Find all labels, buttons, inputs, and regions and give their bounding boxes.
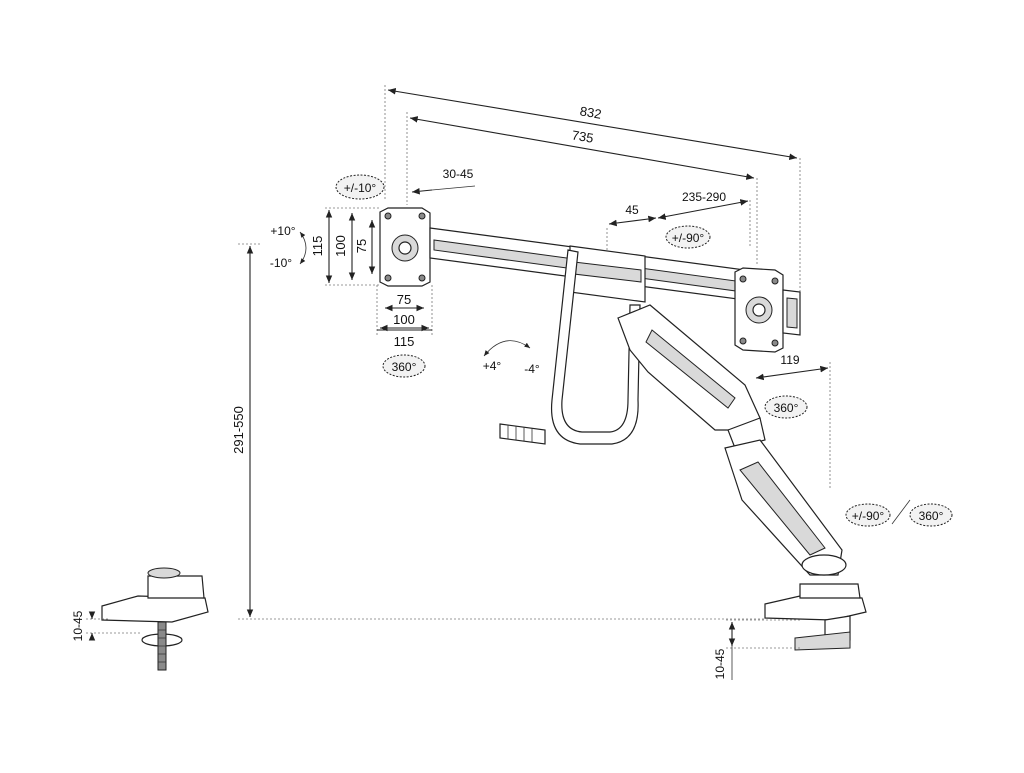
dimension-desk-right: 10-45	[713, 619, 800, 680]
rotate-360-joint-badge: 360°	[764, 395, 808, 419]
tilt-angle-indicator: +10° -10°	[270, 224, 307, 270]
swivel-90-base-label: +/-90°	[852, 509, 885, 523]
carry-handle	[483, 249, 641, 445]
tilt-badge: +/-10°	[335, 174, 385, 200]
crossbar	[429, 227, 761, 303]
dimension-119: 119	[755, 353, 831, 490]
level-plus-label: +4°	[483, 359, 502, 373]
vesa-height-dims: 115 100 75	[310, 207, 380, 286]
swivel-90-base-badge: +/-90°	[845, 503, 891, 527]
swivel-90-top-badge: +/-90°	[665, 225, 711, 249]
dim-119-label: 119	[780, 353, 799, 367]
dim-235-290-label: 235-290	[682, 190, 726, 204]
rotate-360-base-badge: 360°	[909, 503, 953, 527]
swivel-90-top-label: +/-90°	[672, 231, 705, 245]
dimension-desk-left: 10-45	[71, 610, 140, 641]
dimension-235-290: 235-290	[657, 190, 751, 248]
right-clamp-base	[764, 583, 867, 651]
dim-45-label: 45	[625, 203, 639, 217]
dim-30-45-label: 30-45	[443, 167, 474, 181]
tilt-label: +/-10°	[344, 181, 377, 195]
vesa-w-75-label: 75	[397, 292, 411, 307]
right-vesa-plate	[734, 267, 801, 353]
badge-divider	[891, 499, 911, 525]
left-vesa-plate	[379, 207, 431, 287]
left-grommet-base	[101, 567, 209, 671]
height-range-label: 291-550	[231, 406, 246, 454]
tilt-down-label: -10°	[270, 256, 292, 270]
desk-left-label: 10-45	[71, 610, 85, 641]
rotate-360-base-label: 360°	[919, 509, 944, 523]
dim-832-label: 832	[579, 103, 603, 121]
vesa-h-100-label: 100	[333, 235, 348, 257]
dimension-30-45: 30-45	[411, 167, 476, 195]
vesa-width-dims: 75 100 115	[376, 285, 433, 349]
dimension-735: 735	[406, 112, 758, 265]
vesa-w-100-label: 100	[393, 312, 415, 327]
level-minus-label: -4°	[524, 362, 540, 376]
gas-spring-arm	[617, 304, 847, 576]
rotate-360-joint-label: 360°	[774, 401, 799, 415]
vesa-w-115-label: 115	[394, 334, 415, 349]
tilt-up-label: +10°	[270, 224, 295, 238]
desk-right-label: 10-45	[713, 648, 727, 679]
rotate-360-left-badge: 360°	[382, 354, 426, 378]
rotate-360-left-label: 360°	[392, 360, 417, 374]
dimension-height: 291-550	[231, 243, 765, 620]
dimension-45: 45	[606, 203, 657, 258]
vesa-h-115-label: 115	[310, 236, 325, 257]
vesa-h-75-label: 75	[354, 239, 369, 253]
dim-735-label: 735	[571, 127, 595, 145]
